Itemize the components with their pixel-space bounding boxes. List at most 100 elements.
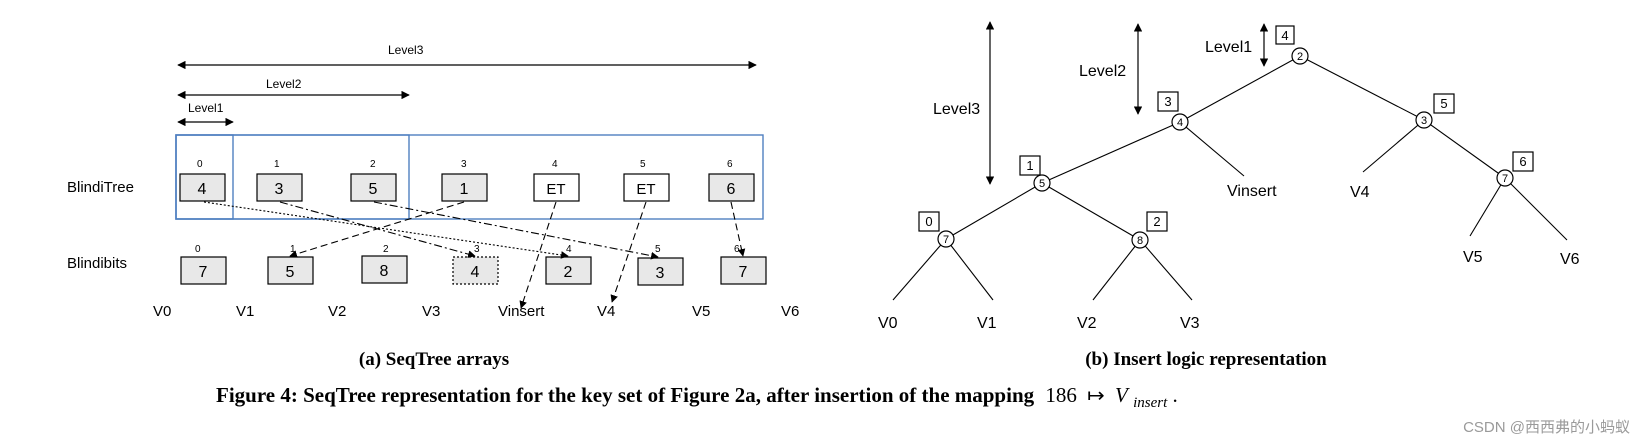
top-index: 0 — [197, 159, 203, 170]
bottom-index: 6 — [734, 244, 740, 255]
node-tag-box — [1146, 211, 1168, 232]
level3-label-a: Level3 — [388, 43, 424, 57]
top-cell — [256, 173, 303, 202]
map-arrow-6 — [730, 201, 746, 257]
top-cell — [533, 173, 580, 202]
leaf-label: V0 — [878, 315, 898, 332]
tree-edge — [945, 182, 1043, 240]
figure-caption-arrow: ↦ — [1087, 383, 1105, 407]
tree-edges — [892, 55, 1568, 301]
tree-edge — [1041, 182, 1141, 241]
panel-b: Level3 Level2 Level1 2 4 — [878, 21, 1580, 370]
map-arrow-0 — [203, 201, 569, 259]
node-tag: 0 — [925, 214, 932, 229]
top-cell-value: 6 — [727, 181, 736, 198]
bottom-index: 4 — [566, 244, 572, 255]
tree-node-label: 8 — [1137, 235, 1143, 247]
bottom-cell — [180, 256, 227, 285]
node-tag: 5 — [1440, 96, 1447, 111]
watermark: CSDN @西西弗的小蚂蚁 — [1463, 419, 1630, 436]
leaf-label: V4 — [1350, 184, 1370, 201]
tree-node — [1415, 111, 1433, 129]
bottom-cell-value: 3 — [656, 265, 665, 282]
leaf-label: V3 — [1180, 315, 1200, 332]
node-tag-box — [1512, 151, 1534, 172]
bottom-cell — [361, 255, 408, 284]
tree-node-label: 5 — [1039, 178, 1045, 190]
node-tag-box — [1157, 91, 1179, 112]
map-arrow-5 — [610, 201, 647, 303]
level3-label-b: Level3 — [933, 101, 980, 118]
tree-node-label: 4 — [1177, 117, 1183, 129]
top-index: 5 — [640, 159, 646, 170]
top-cell-value: 3 — [275, 181, 284, 198]
figure-caption-text: Figure 4: SeqTree representation for the… — [216, 383, 1035, 407]
bottom-cell-value: 7 — [199, 264, 208, 281]
tree-node — [1291, 47, 1309, 65]
blinditree-label: BlindiTree — [67, 179, 134, 196]
panel-a: Level3 Level2 Level1 BlindiTree Blindibi… — [67, 43, 799, 370]
level1-label-b: Level1 — [1205, 39, 1252, 56]
tree-edge — [1362, 119, 1425, 173]
top-cell — [623, 173, 670, 202]
figure-caption-num: 186 — [1045, 383, 1077, 407]
tree-node — [937, 230, 955, 248]
tree-node — [1131, 231, 1149, 249]
node-tag: 4 — [1281, 28, 1288, 43]
top-cell-value: ET — [546, 181, 565, 198]
map-arrow-3 — [289, 201, 465, 258]
bottom-cell-value: 8 — [380, 263, 389, 280]
leaf-label: V5 — [1463, 249, 1483, 266]
level1-label-a: Level1 — [188, 101, 224, 115]
bottom-cell-value: 7 — [739, 264, 748, 281]
leaf-label: Vinsert — [1227, 183, 1277, 200]
tree-edge — [1041, 121, 1181, 184]
bottom-cell-value: 2 — [564, 264, 573, 281]
tree-edge — [1469, 177, 1506, 237]
top-cell-value: ET — [636, 181, 655, 198]
tree-node — [1033, 174, 1051, 192]
bottom-index: 0 — [195, 244, 201, 255]
bottom-cell-value: 4 — [471, 264, 480, 281]
blindibits-label: Blindibits — [67, 255, 127, 272]
bottom-cell — [545, 256, 592, 285]
v-label-a: V5 — [692, 303, 710, 320]
map-arrow-4 — [519, 201, 557, 309]
leaf-label: V6 — [1560, 251, 1580, 268]
v-label-a: V2 — [328, 303, 346, 320]
v-label-a: V4 — [597, 303, 615, 320]
v-label-a: Vinsert — [498, 303, 545, 320]
node-tag: 1 — [1026, 158, 1033, 173]
top-cell — [708, 173, 755, 202]
top-index: 3 — [461, 159, 467, 170]
tree-node-label: 2 — [1297, 51, 1303, 63]
mapping-arrows — [203, 201, 746, 309]
bottom-cell-value: 5 — [286, 264, 295, 281]
bottom-index: 1 — [290, 244, 296, 255]
tree-edge — [1504, 177, 1568, 241]
bottom-cell — [637, 257, 684, 286]
v-label-a: V0 — [153, 303, 171, 320]
level2-label-b: Level2 — [1079, 63, 1126, 80]
top-index: 6 — [727, 159, 733, 170]
tree-edge — [1179, 121, 1245, 177]
top-cell — [179, 173, 226, 202]
bottom-cell — [720, 256, 767, 285]
node-tag: 2 — [1153, 214, 1160, 229]
leaf-label: V1 — [977, 315, 997, 332]
figure-caption: Figure 4: SeqTree representation for the… — [216, 383, 1178, 412]
node-tag-box — [1019, 155, 1041, 176]
v-label-a: V1 — [236, 303, 254, 320]
tree-node-label: 7 — [943, 234, 949, 246]
node-tag: 3 — [1164, 94, 1171, 109]
top-index: 4 — [552, 159, 558, 170]
node-tag: 6 — [1519, 154, 1526, 169]
caption-a: (a) SeqTree arrays — [359, 349, 509, 370]
tree-edge — [1179, 55, 1301, 123]
tree-node-label: 7 — [1502, 173, 1508, 185]
value-labels-a: V0 V1 V2 V3 Vinsert V4 V5 V6 — [153, 303, 799, 320]
tree-edge — [1299, 55, 1425, 121]
map-arrow-2 — [373, 201, 659, 260]
figure-caption-sub: insert — [1133, 395, 1168, 411]
